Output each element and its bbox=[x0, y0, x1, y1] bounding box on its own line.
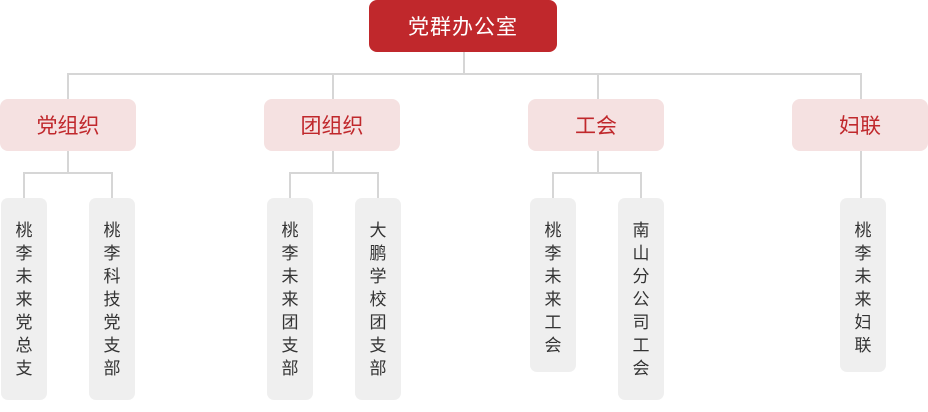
root-node[interactable]: 党群办公室 bbox=[369, 0, 557, 52]
branch-char: 李 bbox=[15, 244, 33, 264]
branch-node[interactable]: 桃李未来团支部 bbox=[267, 198, 313, 400]
branch-char: 部 bbox=[103, 359, 121, 379]
branch-node[interactable]: 大鹏学校团支部 bbox=[355, 198, 401, 400]
branch-char: 支 bbox=[369, 336, 387, 356]
connector bbox=[67, 151, 69, 173]
branch-char: 会 bbox=[632, 359, 650, 379]
connector bbox=[552, 172, 554, 198]
branch-char: 山 bbox=[632, 244, 650, 264]
connector bbox=[111, 172, 113, 198]
branch-char: 来 bbox=[15, 290, 33, 310]
branch-char: 科 bbox=[103, 267, 121, 287]
branch-char: 公 bbox=[632, 290, 650, 310]
branch-char: 支 bbox=[103, 336, 121, 356]
connector bbox=[23, 172, 113, 174]
branch-char: 司 bbox=[632, 313, 650, 333]
branch-char: 工 bbox=[544, 313, 562, 333]
branch-char: 党 bbox=[15, 313, 33, 333]
branch-char: 总 bbox=[15, 336, 33, 356]
branch-char: 未 bbox=[544, 267, 562, 287]
connector bbox=[377, 172, 379, 198]
branch-char: 桃 bbox=[281, 221, 299, 241]
branch-char: 学 bbox=[369, 267, 387, 287]
connector bbox=[289, 172, 379, 174]
branch-char: 妇 bbox=[854, 313, 872, 333]
connector bbox=[332, 151, 334, 173]
dept-node-league[interactable]: 团组织 bbox=[264, 99, 400, 151]
branch-node[interactable]: 南山分公司工会 bbox=[618, 198, 664, 400]
branch-char: 桃 bbox=[544, 221, 562, 241]
branch-char: 部 bbox=[281, 359, 299, 379]
branch-char: 李 bbox=[281, 244, 299, 264]
branch-char: 未 bbox=[854, 267, 872, 287]
connector bbox=[597, 151, 599, 173]
connector bbox=[67, 73, 862, 75]
branch-char: 党 bbox=[103, 313, 121, 333]
branch-char: 支 bbox=[15, 359, 33, 379]
branch-char: 李 bbox=[854, 244, 872, 264]
branch-char: 会 bbox=[544, 336, 562, 356]
branch-node[interactable]: 桃李科技党支部 bbox=[89, 198, 135, 400]
branch-char: 技 bbox=[103, 290, 121, 310]
connector bbox=[332, 73, 334, 99]
branch-char: 未 bbox=[281, 267, 299, 287]
branch-char: 来 bbox=[854, 290, 872, 310]
connector bbox=[860, 73, 862, 99]
branch-node[interactable]: 桃李未来工会 bbox=[530, 198, 576, 372]
connector bbox=[640, 172, 642, 198]
connector bbox=[463, 52, 465, 74]
branch-char: 团 bbox=[369, 313, 387, 333]
branch-char: 联 bbox=[854, 336, 872, 356]
branch-char: 来 bbox=[281, 290, 299, 310]
branch-node[interactable]: 桃李未来妇联 bbox=[840, 198, 886, 372]
branch-char: 工 bbox=[632, 336, 650, 356]
branch-char: 分 bbox=[632, 267, 650, 287]
dept-node-union[interactable]: 工会 bbox=[528, 99, 664, 151]
dept-node-party[interactable]: 党组织 bbox=[0, 99, 136, 151]
connector bbox=[597, 73, 599, 99]
dept-node-women[interactable]: 妇联 bbox=[792, 99, 928, 151]
branch-char: 鹏 bbox=[369, 244, 387, 264]
branch-char: 来 bbox=[544, 290, 562, 310]
branch-char: 桃 bbox=[15, 221, 33, 241]
connector bbox=[860, 151, 862, 198]
branch-char: 李 bbox=[103, 244, 121, 264]
branch-char: 桃 bbox=[854, 221, 872, 241]
branch-node[interactable]: 桃李未来党总支 bbox=[1, 198, 47, 400]
branch-char: 未 bbox=[15, 267, 33, 287]
branch-char: 南 bbox=[632, 221, 650, 241]
branch-char: 李 bbox=[544, 244, 562, 264]
connector bbox=[67, 73, 69, 99]
branch-char: 支 bbox=[281, 336, 299, 356]
branch-char: 部 bbox=[369, 359, 387, 379]
branch-char: 团 bbox=[281, 313, 299, 333]
branch-char: 桃 bbox=[103, 221, 121, 241]
connector bbox=[289, 172, 291, 198]
branch-char: 校 bbox=[369, 290, 387, 310]
branch-char: 大 bbox=[369, 221, 387, 241]
connector bbox=[552, 172, 642, 174]
connector bbox=[23, 172, 25, 198]
